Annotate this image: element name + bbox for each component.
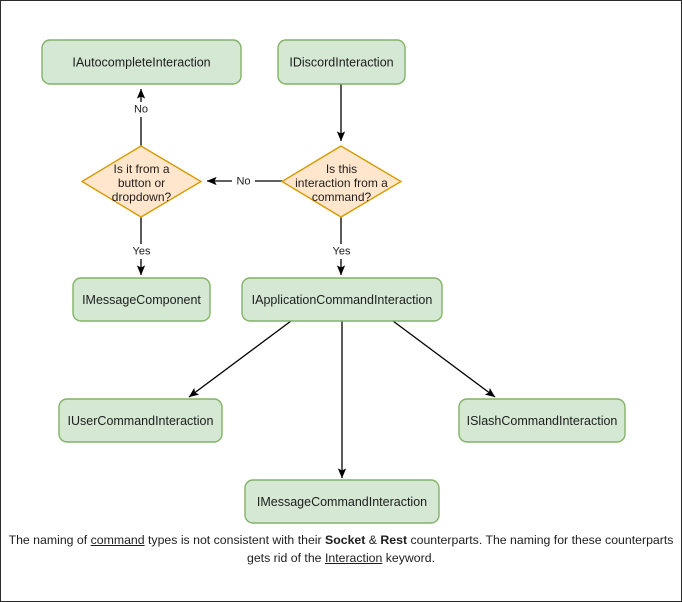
node-label-decision-command-line3: command?: [312, 190, 372, 204]
node-label-message-component: IMessageComponent: [82, 293, 201, 307]
node-label-decision-command-line1: Is this: [326, 162, 357, 176]
edge-command-decision-to-button-decision: No: [206, 173, 282, 188]
caption-part-2: types is not consistent with their: [144, 533, 326, 547]
node-label-user-command-interaction: IUserCommandInteraction: [68, 414, 214, 428]
node-label-message-command-interaction: IMessageCommandInteraction: [257, 495, 427, 509]
node-label-decision-button-line2: button or: [118, 176, 165, 190]
node-autocomplete-interaction[interactable]: IAutocompleteInteraction: [41, 39, 242, 85]
diagram-caption: The naming of command types is not consi…: [1, 532, 681, 567]
node-label-slash-command-interaction: ISlashCommandInteraction: [467, 414, 618, 428]
edge-label-no-up: No: [134, 103, 148, 115]
node-discord-interaction[interactable]: IDiscordInteraction: [277, 39, 406, 85]
node-label-autocomplete-interaction: IAutocompleteInteraction: [72, 55, 210, 69]
edge-application-command-to-user-command: [188, 320, 292, 398]
node-decision-from-command[interactable]: Is this interaction from a command?: [280, 145, 403, 218]
caption-part-5: keyword.: [382, 550, 435, 565]
edge-label-yes-left: Yes: [133, 245, 151, 257]
edge-button-decision-to-message-component: Yes: [128, 217, 155, 276]
caption-underline-command: command: [90, 533, 145, 547]
node-label-discord-interaction: IDiscordInteraction: [289, 55, 393, 69]
caption-bold-socket: Socket: [325, 533, 366, 547]
node-message-component[interactable]: IMessageComponent: [72, 277, 211, 322]
edge-label-no-left: No: [236, 175, 250, 187]
edge-application-command-to-slash-command: [392, 320, 496, 398]
caption-part-1: The naming of: [8, 533, 91, 547]
node-user-command-interaction[interactable]: IUserCommandInteraction: [58, 398, 223, 443]
edge-button-decision-to-autocomplete: No: [129, 88, 153, 146]
edge-command-decision-to-application-command: Yes: [328, 217, 355, 276]
node-decision-button-or-dropdown[interactable]: Is it from a button or dropdown?: [80, 145, 203, 218]
caption-underline-interaction: Interaction: [324, 550, 383, 565]
caption-part-4: counterparts. The naming for these count…: [247, 533, 674, 565]
node-label-decision-button-line3: dropdown?: [112, 190, 172, 204]
node-label-decision-button-line1: Is it from a: [113, 162, 169, 176]
node-label-decision-command-line2: interaction from a: [295, 176, 388, 190]
caption-bold-rest: Rest: [380, 533, 408, 547]
caption-part-3: &: [365, 533, 381, 547]
node-slash-command-interaction[interactable]: ISlashCommandInteraction: [458, 398, 626, 443]
node-application-command-interaction[interactable]: IApplicationCommandInteraction: [241, 277, 443, 322]
edge-label-yes-right: Yes: [333, 245, 351, 257]
node-message-command-interaction[interactable]: IMessageCommandInteraction: [244, 479, 440, 524]
node-label-application-command-interaction: IApplicationCommandInteraction: [252, 293, 433, 307]
